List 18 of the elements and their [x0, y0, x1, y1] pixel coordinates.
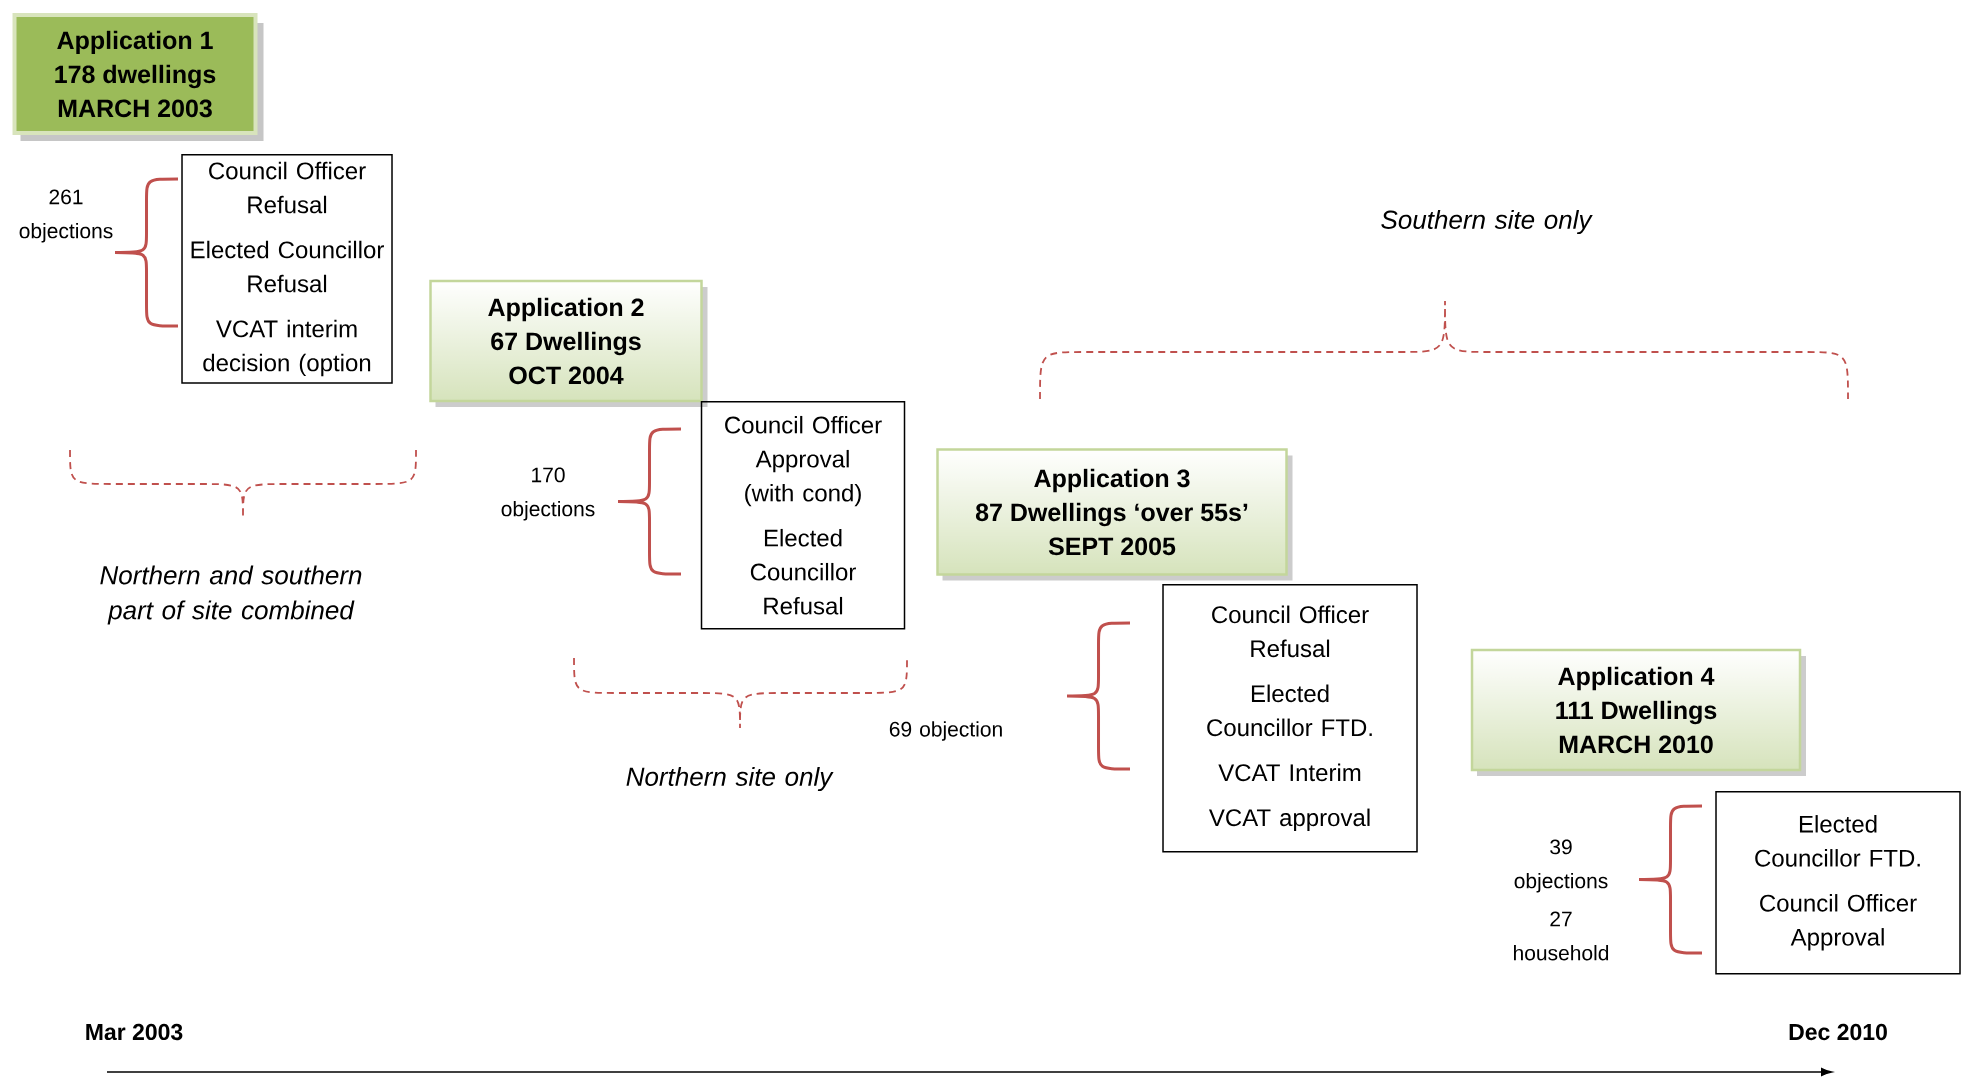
region-note: Northern site only [626, 766, 834, 792]
outcome-box: Council Officer Approval (with cond) Elected Councillor Refusal [700, 401, 906, 630]
application-box: Application 1 178 dwellings MARCH 2003 [12, 13, 264, 141]
region-note: Southern site only [1381, 209, 1593, 235]
outcome-box: Council Officer Refusal Elected Councillor FTD. VCAT Interim VCAT approval [1162, 584, 1418, 853]
objection-count: 261 objections [19, 189, 113, 243]
outcome-box: Elected Councillor FTD. Council Officer Approval [1715, 791, 1961, 975]
region-note: Northern and southern part of site combined [100, 565, 362, 625]
application-box: Application 4 111 Dwellings MARCH 2010 [1470, 648, 1806, 776]
application-box: Application 3 87 Dwellings ‘over 55s’ SEPT 2005 [936, 448, 1293, 581]
objection-count: 39 objections [1514, 839, 1608, 893]
objection-count: 27 household [1514, 911, 1609, 961]
objection-count: 69 objection [889, 721, 1002, 741]
objection-count: 170 objections [501, 467, 595, 521]
outcome-box: Council Officer Refusal Elected Councillor Refusal VCAT interim decision (option [181, 154, 393, 384]
application-box: Application 2 67 Dwellings OCT 2004 [429, 279, 708, 407]
timeline-date: Dec 2010 [1789, 1023, 1887, 1041]
timeline-date: Mar 2003 [86, 1023, 183, 1041]
